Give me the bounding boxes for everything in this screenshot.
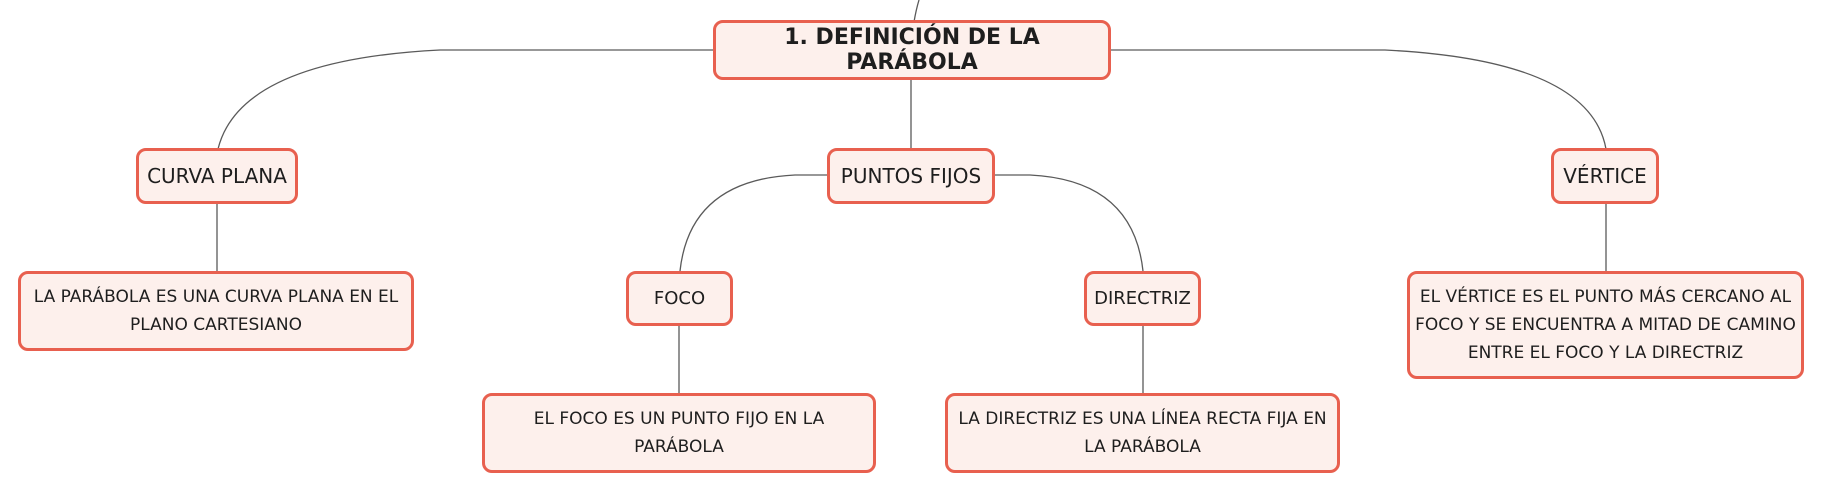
node-directriz-label: DIRECTRIZ <box>1094 288 1191 309</box>
connector-root-to-vertice <box>1110 49 1607 150</box>
node-vertice-description[interactable]: EL VÉRTICE ES EL PUNTO MÁS CERCANO AL FO… <box>1407 271 1804 379</box>
node-vertice-label: VÉRTICE <box>1563 164 1647 188</box>
node-foco[interactable]: FOCO <box>626 271 733 326</box>
node-vertice[interactable]: VÉRTICE <box>1551 148 1659 204</box>
node-curva-plana-description[interactable]: LA PARÁBOLA ES UNA CURVA PLANA EN EL PLA… <box>18 271 414 351</box>
node-puntos-fijos[interactable]: PUNTOS FIJOS <box>827 148 995 204</box>
connector-root-to-parent <box>913 0 920 23</box>
node-curva-plana-label: CURVA PLANA <box>147 164 287 188</box>
node-puntos-fijos-label: PUNTOS FIJOS <box>840 164 982 188</box>
node-directriz-description[interactable]: LA DIRECTRIZ ES UNA LÍNEA RECTA FIJA EN … <box>945 393 1340 473</box>
node-vertice-description-text: EL VÉRTICE ES EL PUNTO MÁS CERCANO AL FO… <box>1415 287 1796 363</box>
node-foco-description-text: EL FOCO ES UN PUNTO FIJO EN LA PARÁBOLA <box>533 409 825 457</box>
root-node[interactable]: 1. DEFINICIÓN DE LA PARÁBOLA <box>713 20 1111 80</box>
node-foco-label: FOCO <box>653 288 706 309</box>
connector-puntos-fijos-to-directriz <box>993 174 1144 272</box>
node-curva-plana[interactable]: CURVA PLANA <box>136 148 298 204</box>
node-foco-description[interactable]: EL FOCO ES UN PUNTO FIJO EN LA PARÁBOLA <box>482 393 876 473</box>
node-directriz[interactable]: DIRECTRIZ <box>1084 271 1201 326</box>
connector-root-to-curva-plana <box>217 49 715 150</box>
node-curva-plana-description-text: LA PARÁBOLA ES UNA CURVA PLANA EN EL PLA… <box>33 287 399 335</box>
connector-puntos-fijos-to-foco <box>679 174 830 272</box>
node-directriz-description-text: LA DIRECTRIZ ES UNA LÍNEA RECTA FIJA EN … <box>958 409 1327 457</box>
root-node-label: 1. DEFINICIÓN DE LA PARÁBOLA <box>784 25 1040 75</box>
